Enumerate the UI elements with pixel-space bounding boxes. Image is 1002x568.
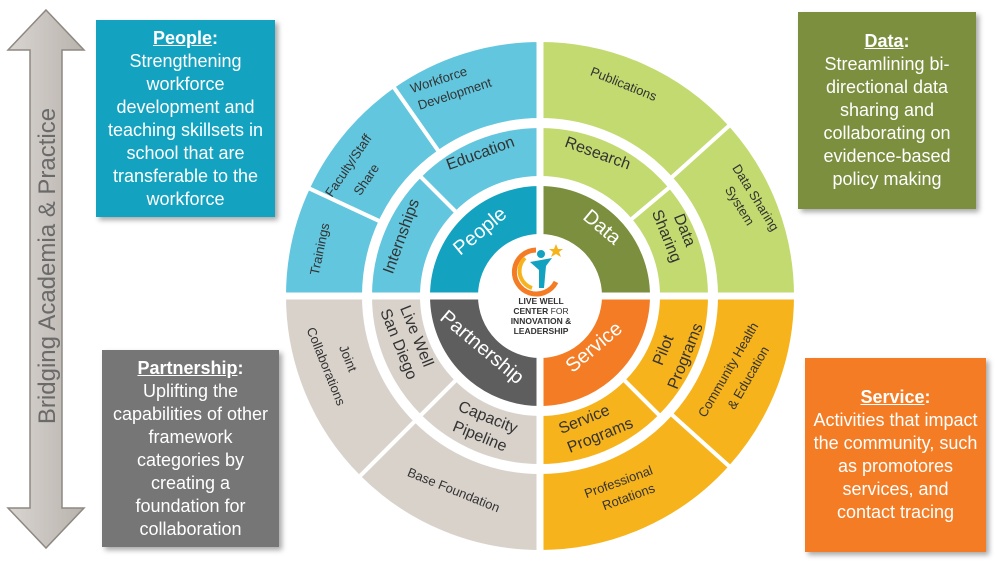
logo-line-3: INNOVATION & <box>511 316 572 326</box>
live-well-logo-icon <box>511 244 563 297</box>
partnership-box-colon: : <box>237 357 244 378</box>
people-box: People: Strengthening workforce developm… <box>96 20 275 217</box>
people-box-text: Strengthening workforce development and … <box>107 50 264 209</box>
service-box-text: Activities that impact the community, su… <box>813 410 978 522</box>
service-box: Service: Activities that impact the comm… <box>805 358 986 552</box>
data-box-colon: : <box>903 31 910 51</box>
bridging-arrow: Bridging Academia & Practice <box>6 8 86 550</box>
partnership-box-title: Partnership <box>137 357 238 378</box>
logo-line-2: CENTER FOR <box>513 306 568 316</box>
people-box-title: People <box>152 27 213 48</box>
data-box-text: Streamlining bi-directional data sharing… <box>823 54 951 189</box>
wheel-segments <box>280 36 800 556</box>
data-box-title: Data <box>864 31 904 51</box>
service-box-title: Service <box>860 387 925 407</box>
people-box-colon: : <box>212 27 219 48</box>
bridging-arrow-label: Bridging Academia & Practice <box>34 108 61 424</box>
partnership-box: Partnership: Uplifting the capabilities … <box>102 350 279 547</box>
partnership-box-text: Uplifting the capabilities of other fram… <box>112 380 269 539</box>
logo-line-4: LEADERSHIP <box>514 326 569 336</box>
center-logo: LIVE WELL CENTER FOR INNOVATION & LEADER… <box>480 236 600 356</box>
logo-line-1: LIVE WELL <box>518 296 563 306</box>
data-box: Data: Streamlining bi-directional data s… <box>798 12 976 209</box>
service-box-colon: : <box>924 387 931 407</box>
